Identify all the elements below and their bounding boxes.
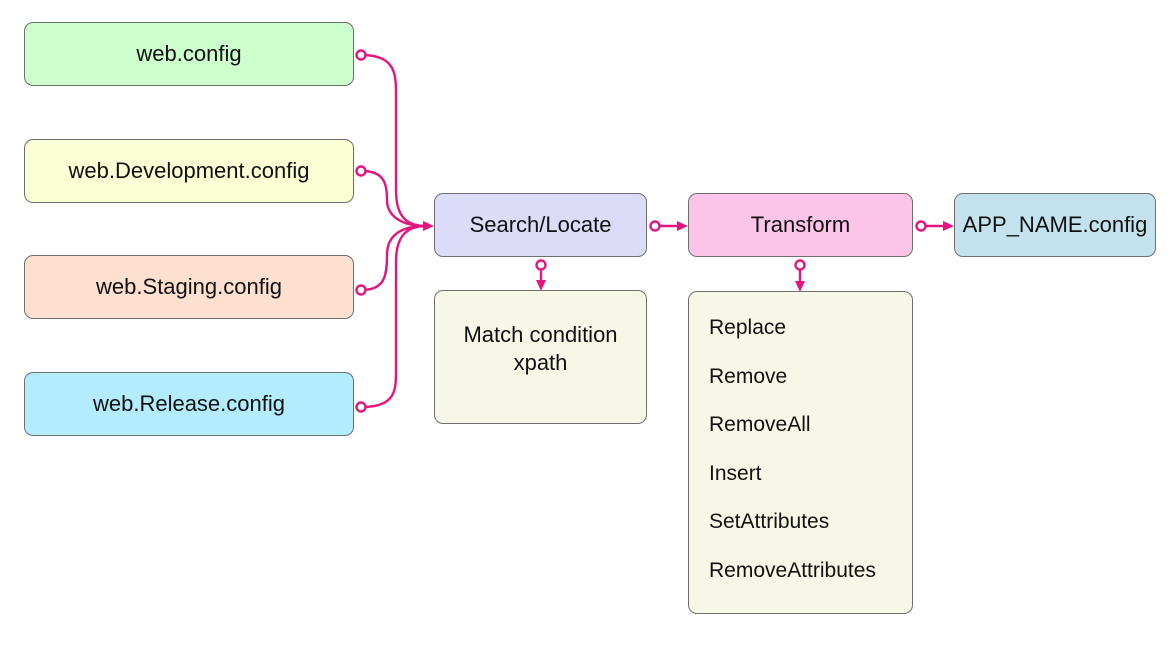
arrowhead-ops bbox=[795, 281, 805, 292]
search-locate-label: Search/Locate bbox=[469, 212, 612, 237]
web-staging-config-box: web.Staging.config bbox=[24, 255, 354, 319]
operation-item: RemoveAll bbox=[709, 413, 811, 436]
app-name-config-box: APP_NAME.config bbox=[954, 193, 1156, 257]
connector-release bbox=[361, 224, 427, 409]
app-name-config-label: APP_NAME.config bbox=[962, 212, 1148, 237]
arrowhead-transform bbox=[677, 221, 688, 231]
transform-label: Transform bbox=[750, 212, 851, 237]
arrowhead-output bbox=[943, 221, 954, 231]
port-search-bottom bbox=[535, 259, 547, 271]
connector-staging bbox=[361, 224, 427, 292]
search-locate-box: Search/Locate bbox=[434, 193, 647, 257]
operation-item: Remove bbox=[709, 364, 788, 388]
port-webconfig bbox=[355, 49, 367, 61]
match-condition-box: Match condition xpath bbox=[434, 290, 647, 424]
arrowhead-search bbox=[423, 221, 434, 231]
port-development bbox=[355, 165, 367, 177]
transform-operations-box: Replace Remove RemoveAll Insert SetAttri… bbox=[688, 291, 913, 614]
connector-webconfig bbox=[361, 53, 427, 228]
web-development-config-box: web.Development.config bbox=[24, 139, 354, 203]
arrowhead-match bbox=[536, 280, 546, 291]
port-transform-right bbox=[915, 220, 927, 232]
web-config-label: web.config bbox=[136, 41, 242, 66]
operation-item: Replace bbox=[709, 316, 787, 339]
operation-item: SetAttributes bbox=[709, 510, 830, 533]
web-config-box: web.config bbox=[24, 22, 354, 86]
operation-item: Insert bbox=[709, 461, 762, 485]
port-transform-bottom bbox=[794, 259, 806, 271]
web-development-config-label: web.Development.config bbox=[68, 158, 310, 183]
web-staging-config-label: web.Staging.config bbox=[96, 274, 282, 299]
xpath-label: xpath bbox=[513, 350, 568, 375]
web-release-config-box: web.Release.config bbox=[24, 372, 354, 436]
port-search-right bbox=[649, 220, 661, 232]
transform-box: Transform bbox=[688, 193, 913, 257]
connector-development bbox=[361, 169, 427, 228]
match-condition-label: Match condition bbox=[463, 322, 618, 347]
port-staging bbox=[355, 284, 367, 296]
web-release-config-label: web.Release.config bbox=[92, 391, 285, 416]
port-release bbox=[355, 401, 367, 413]
operation-item: RemoveAttributes bbox=[709, 558, 876, 582]
